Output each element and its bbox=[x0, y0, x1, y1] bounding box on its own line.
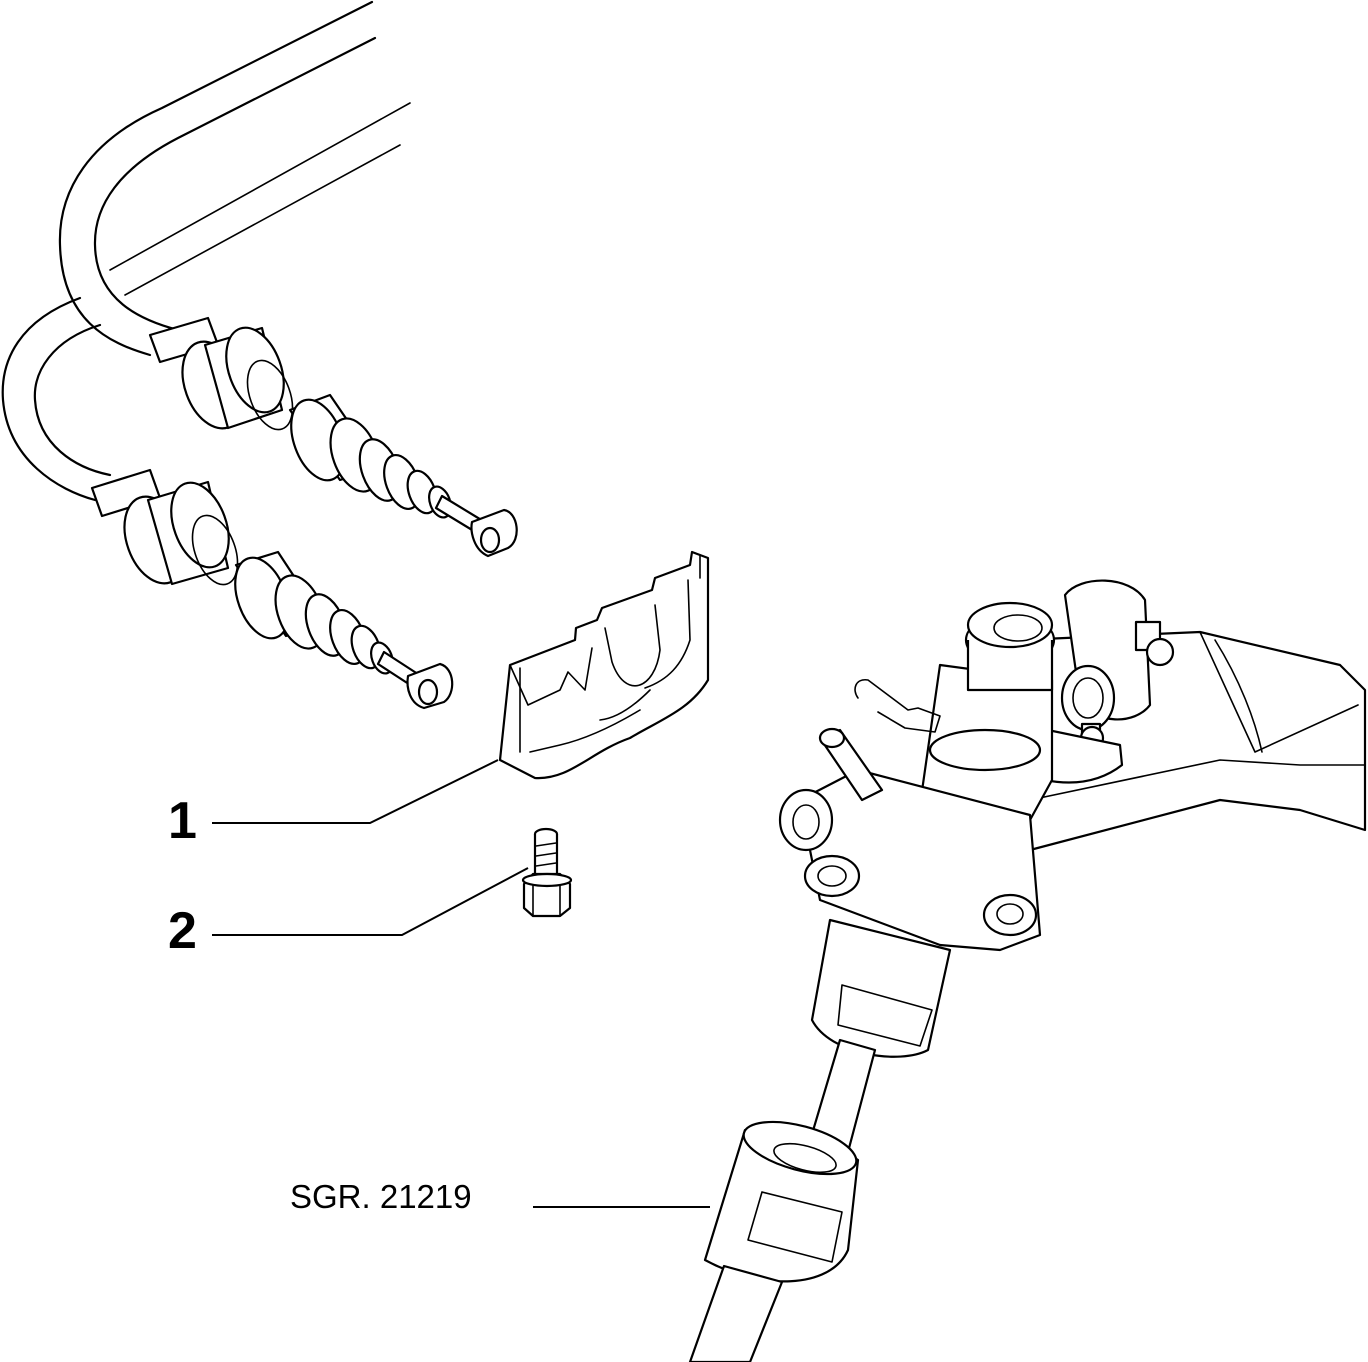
callout-number-2: 2 bbox=[168, 902, 197, 960]
leader-line-1 bbox=[212, 759, 499, 824]
cable-bracket-part bbox=[498, 550, 710, 780]
reference-group-label: SGR. 21219 bbox=[290, 1178, 472, 1215]
callout-number-1: 1 bbox=[168, 792, 197, 850]
flange-bolt-part bbox=[521, 827, 573, 918]
lower-gear-cable bbox=[1, 296, 454, 710]
gear-linkage-assembly bbox=[688, 579, 1367, 1362]
leader-line-2 bbox=[212, 867, 529, 936]
upper-gear-cable bbox=[58, 0, 518, 558]
